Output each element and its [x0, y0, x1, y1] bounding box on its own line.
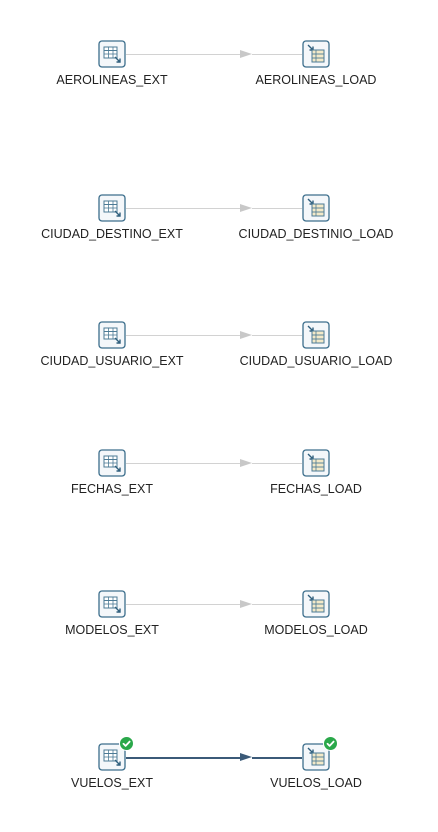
table-output-icon: [302, 449, 330, 477]
hop-arrow-icon: [240, 50, 252, 58]
table-output-icon: [302, 590, 330, 618]
step-label: MODELOS_EXT: [65, 623, 159, 637]
step-label: CIUDAD_DESTINO_EXT: [41, 227, 183, 241]
step-label: VUELOS_LOAD: [270, 776, 362, 790]
step-target-aerolineas-load[interactable]: [302, 40, 330, 68]
step-label: VUELOS_EXT: [71, 776, 153, 790]
step-label: FECHAS_LOAD: [270, 482, 362, 496]
hop-line[interactable]: [252, 54, 302, 55]
table-input-icon: [98, 590, 126, 618]
table-input-icon: [98, 449, 126, 477]
hop-line[interactable]: [126, 208, 240, 209]
step-label: CIUDAD_USUARIO_EXT: [40, 354, 184, 368]
table-input-icon: [98, 194, 126, 222]
step-target-vuelos-load[interactable]: [302, 743, 330, 771]
step-source-aerolineas-ext[interactable]: [98, 40, 126, 68]
table-output-icon: [302, 194, 330, 222]
step-label: CIUDAD_USUARIO_LOAD: [239, 354, 393, 368]
step-target-ciudad-usuario-load[interactable]: [302, 321, 330, 349]
hop-line[interactable]: [252, 604, 302, 605]
table-input-icon: [98, 40, 126, 68]
hop-arrow-icon: [240, 753, 252, 761]
hop-arrow-icon: [240, 204, 252, 212]
hop-line[interactable]: [126, 54, 240, 55]
table-input-icon: [98, 321, 126, 349]
hop-line[interactable]: [252, 335, 302, 336]
hop-line[interactable]: [252, 463, 302, 464]
step-target-fechas-load[interactable]: [302, 449, 330, 477]
step-source-modelos-ext[interactable]: [98, 590, 126, 618]
step-label: AEROLINEAS_LOAD: [255, 73, 377, 87]
step-label: AEROLINEAS_EXT: [56, 73, 168, 87]
hop-line[interactable]: [126, 757, 240, 759]
table-input-icon: [98, 743, 126, 771]
check-icon: [119, 736, 134, 751]
hop-line[interactable]: [126, 604, 240, 605]
hop-arrow-icon: [240, 459, 252, 467]
hop-arrow-icon: [240, 331, 252, 339]
step-label: FECHAS_EXT: [71, 482, 153, 496]
hop-line[interactable]: [126, 335, 240, 336]
step-source-vuelos-ext[interactable]: [98, 743, 126, 771]
step-source-fechas-ext[interactable]: [98, 449, 126, 477]
step-target-ciudad-destinio-load[interactable]: [302, 194, 330, 222]
hop-line[interactable]: [252, 208, 302, 209]
step-label: CIUDAD_DESTINIO_LOAD: [238, 227, 394, 241]
step-label: MODELOS_LOAD: [264, 623, 368, 637]
step-target-modelos-load[interactable]: [302, 590, 330, 618]
hop-line[interactable]: [126, 463, 240, 464]
check-icon: [323, 736, 338, 751]
hop-line[interactable]: [252, 757, 302, 759]
table-output-icon: [302, 321, 330, 349]
step-source-ciudad-destino-ext[interactable]: [98, 194, 126, 222]
step-source-ciudad-usuario-ext[interactable]: [98, 321, 126, 349]
table-output-icon: [302, 743, 330, 771]
hop-arrow-icon: [240, 600, 252, 608]
table-output-icon: [302, 40, 330, 68]
